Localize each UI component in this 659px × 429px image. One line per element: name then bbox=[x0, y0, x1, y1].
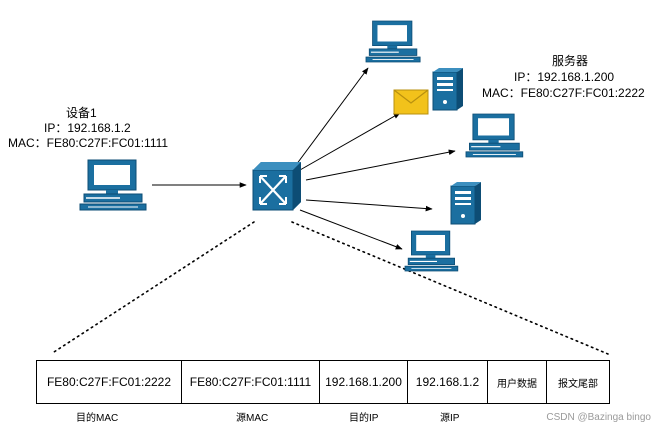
zoom-line-left bbox=[53, 221, 255, 353]
caption-dst-ip: 目的IP bbox=[349, 413, 379, 424]
link-to-tower bbox=[305, 199, 433, 212]
link-to-server-pc bbox=[305, 149, 456, 181]
source-device-ip: IP：192.168.1.2 bbox=[44, 121, 131, 135]
server-mac: MAC：FE80:C27F:FC01:2222 bbox=[482, 86, 645, 100]
frame-field-user-data: 用户数据 bbox=[488, 361, 547, 403]
bottom-computer-icon bbox=[404, 230, 459, 272]
source-device-label: 设备1 bbox=[66, 106, 97, 121]
mail-server-icon bbox=[432, 67, 464, 111]
source-device-name: 设备1 bbox=[66, 106, 97, 120]
caption-dst-mac: 目的MAC bbox=[76, 413, 119, 424]
frame-field-src-ip: 192.168.1.2 bbox=[408, 361, 488, 403]
caption-src-ip: 源IP bbox=[440, 413, 460, 424]
switch-icon bbox=[252, 162, 301, 211]
envelope-icon bbox=[393, 89, 429, 115]
source-computer-icon bbox=[79, 159, 147, 211]
link-to-mail-server bbox=[299, 112, 401, 171]
server-name: 服务器 bbox=[552, 54, 589, 68]
frame-field-dst-ip: 192.168.1.200 bbox=[320, 361, 408, 403]
watermark: CSDN @Bazinga bingo bbox=[546, 412, 651, 423]
source-device-mac: MAC：FE80:C27F:FC01:1111 bbox=[8, 136, 169, 150]
link-to-bottom-pc bbox=[299, 209, 403, 250]
server-computer-icon bbox=[465, 113, 524, 158]
top-computer-icon bbox=[365, 20, 421, 63]
caption-src-mac: 源MAC bbox=[236, 413, 269, 424]
link-to-top-pc bbox=[295, 67, 369, 166]
server-tower-icon bbox=[450, 181, 482, 225]
frame-field-src-mac: FE80:C27F:FC01:1111 bbox=[182, 361, 320, 403]
server-ip: IP：192.168.1.200 bbox=[514, 70, 615, 84]
zoom-line-right bbox=[291, 221, 609, 355]
ethernet-frame: FE80:C27F:FC01:2222 FE80:C27F:FC01:1111 … bbox=[36, 360, 610, 404]
frame-field-dst-mac: FE80:C27F:FC01:2222 bbox=[37, 361, 182, 403]
frame-field-trailer: 报文尾部 bbox=[558, 378, 598, 390]
